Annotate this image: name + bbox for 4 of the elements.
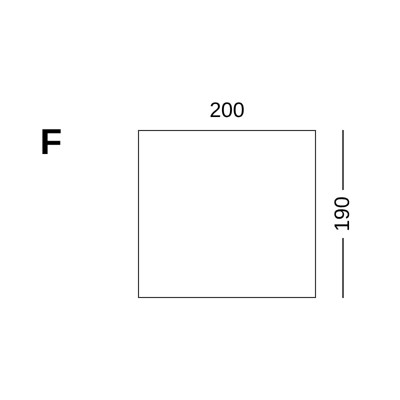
dimension-label: 200 xyxy=(208,100,246,122)
panel-letter: F xyxy=(40,124,62,160)
square-outline xyxy=(138,130,316,298)
dimension-label: 190 xyxy=(332,195,354,234)
